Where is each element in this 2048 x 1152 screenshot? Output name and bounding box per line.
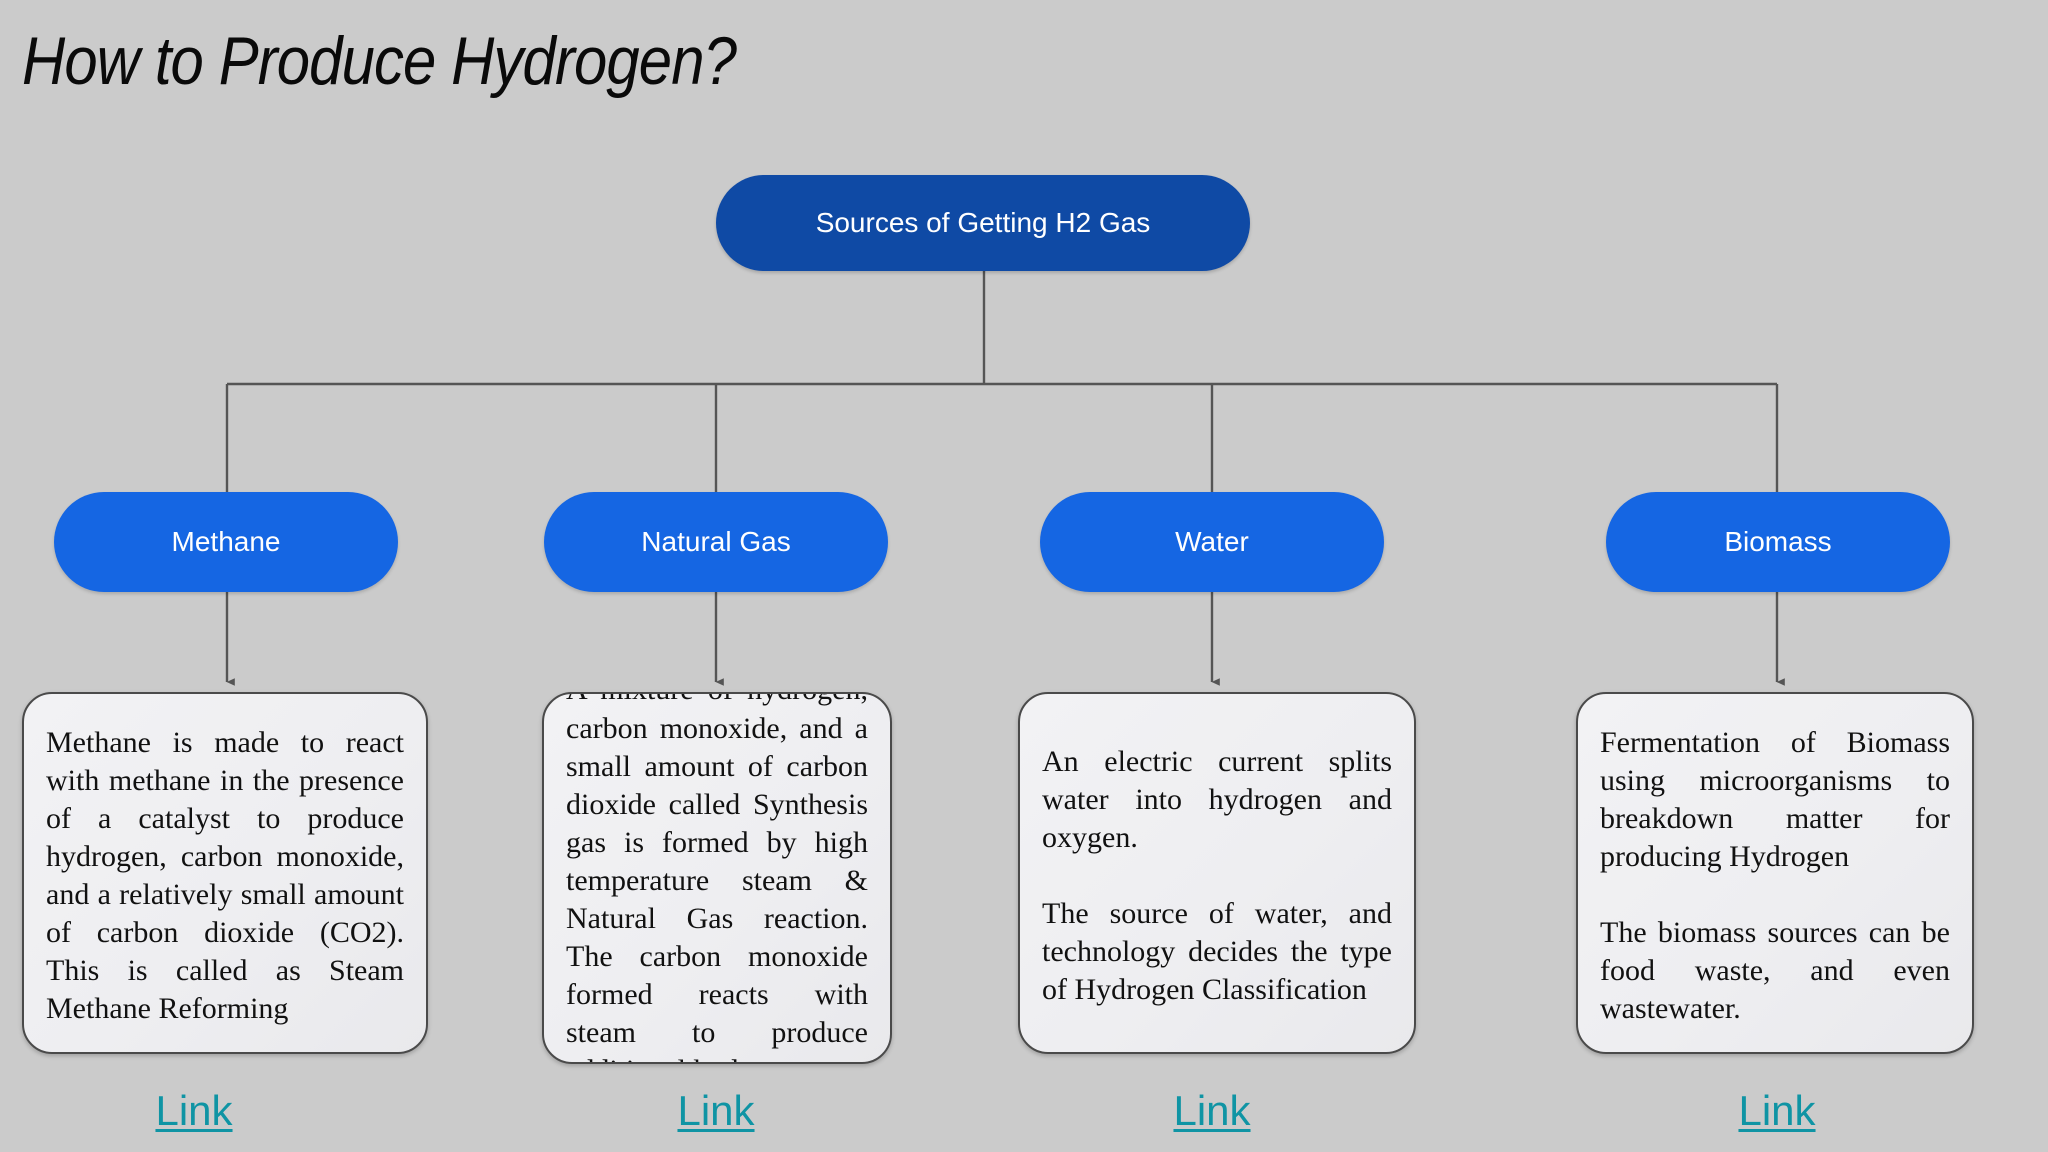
child-node-biomass[interactable]: Biomass	[1606, 492, 1950, 592]
description-card-biomass: Fermentation of Biomass using microorgan…	[1576, 692, 1974, 1054]
description-card-methane: Methane is made to react with methane in…	[22, 692, 428, 1054]
child-node-label: Natural Gas	[641, 525, 791, 557]
root-node-sources-of-getting-h2-gas[interactable]: Sources of Getting H2 Gas	[716, 175, 1250, 271]
description-paragraph: The source of water, and technology deci…	[1042, 896, 1392, 1006]
child-node-methane[interactable]: Methane	[54, 492, 398, 592]
description-paragraph: An electric current splits water into hy…	[1042, 744, 1392, 855]
description-paragraph: Fermentation of Biomass using microorgan…	[1600, 725, 1950, 874]
child-node-label: Water	[1175, 525, 1249, 557]
child-node-label: Methane	[171, 525, 281, 557]
link-biomass[interactable]: Link	[1738, 1087, 1816, 1134]
child-node-natural-gas[interactable]: Natural Gas	[544, 492, 888, 592]
description-card-natural-gas: A mixture of hydrogen, carbon monoxide, …	[542, 692, 892, 1064]
link-water[interactable]: Link	[1173, 1087, 1251, 1134]
link-methane[interactable]: Link	[155, 1087, 233, 1134]
root-node-label: Sources of Getting H2 Gas	[815, 206, 1151, 238]
child-node-water[interactable]: Water	[1040, 492, 1384, 592]
child-node-label: Biomass	[1724, 525, 1832, 557]
description-paragraph: A mixture of hydrogen, carbon monoxide, …	[566, 694, 868, 1062]
link-natural-gas[interactable]: Link	[677, 1087, 755, 1134]
description-paragraph: The biomass sources can be food waste, a…	[1600, 915, 1950, 1025]
description-card-water: An electric current splits water into hy…	[1018, 692, 1416, 1054]
description-paragraph: Methane is made to react with methane in…	[46, 725, 404, 1026]
page-title: How to Produce Hydrogen?	[22, 23, 737, 99]
